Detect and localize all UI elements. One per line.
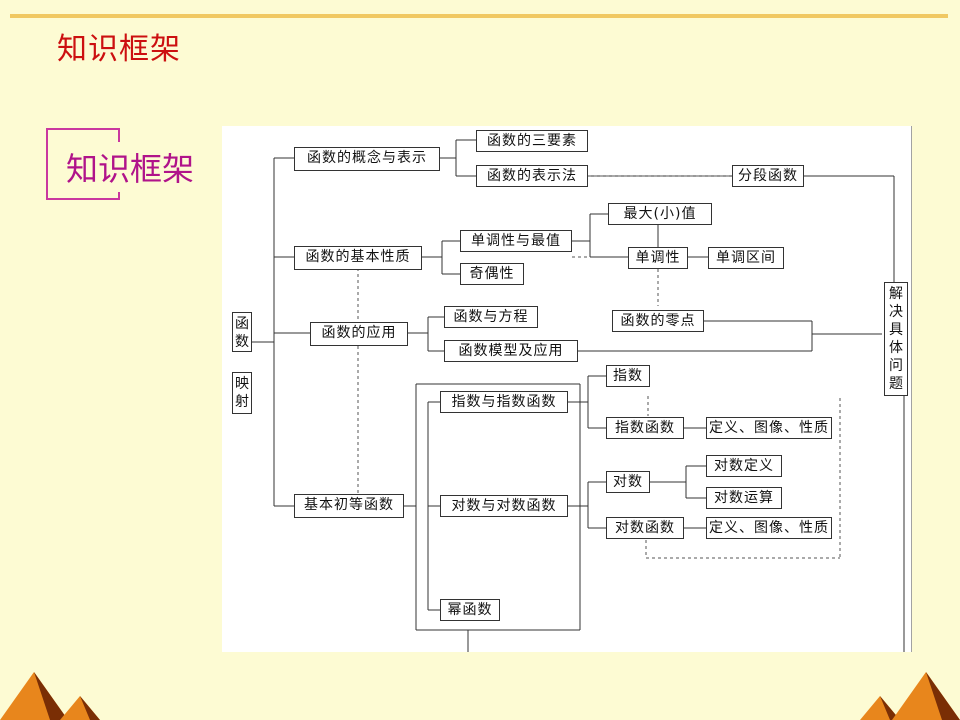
log-definition-graph-node: 定义、图像、性质 bbox=[706, 517, 832, 539]
log-family-node: 对数与对数函数 bbox=[440, 495, 568, 517]
exp-definition-graph-node: 定义、图像、性质 bbox=[706, 417, 832, 439]
concept-node: 函数的概念与表示 bbox=[294, 147, 440, 171]
knowledge-framework-diagram: 函数 映射 函数的概念与表示 函数的三要素 函数的表示法 分段函数 函数的基本性… bbox=[222, 126, 912, 652]
solve-problem-node: 解决具体问题 bbox=[884, 282, 908, 396]
elementary-functions-node: 基本初等函数 bbox=[294, 494, 404, 518]
monotonic-interval-node: 单调区间 bbox=[708, 247, 784, 269]
model-application-node: 函数模型及应用 bbox=[444, 340, 578, 362]
exp-family-node: 指数与指数函数 bbox=[440, 391, 568, 413]
parity-node: 奇偶性 bbox=[460, 263, 524, 285]
exponent-node: 指数 bbox=[606, 365, 650, 387]
zero-point-node: 函数的零点 bbox=[612, 310, 704, 332]
max-min-node: 最大(小)值 bbox=[608, 203, 712, 225]
root-function-node: 函数 bbox=[232, 312, 252, 352]
corner-decoration-left bbox=[0, 672, 100, 720]
diagram-connectors bbox=[240, 126, 912, 652]
corner-decoration-right bbox=[860, 672, 960, 720]
basic-properties-node: 函数的基本性质 bbox=[294, 246, 422, 270]
function-equation-node: 函数与方程 bbox=[444, 306, 538, 328]
log-operation-node: 对数运算 bbox=[706, 487, 782, 509]
badge-frame-gap bbox=[60, 142, 130, 192]
top-rule bbox=[10, 14, 948, 18]
exp-function-node: 指数函数 bbox=[606, 417, 684, 439]
badge-title: 知识框架 bbox=[66, 150, 195, 188]
log-function-node: 对数函数 bbox=[606, 517, 684, 539]
three-elements-node: 函数的三要素 bbox=[476, 130, 588, 152]
slide-title: 知识框架 bbox=[57, 32, 181, 67]
log-definition-node: 对数定义 bbox=[706, 455, 782, 477]
application-node: 函数的应用 bbox=[310, 322, 408, 346]
power-function-node: 幂函数 bbox=[440, 599, 500, 621]
monotonicity-node: 单调性 bbox=[628, 247, 688, 269]
piecewise-node: 分段函数 bbox=[732, 165, 804, 187]
root-mapping-node: 映射 bbox=[232, 372, 252, 414]
logarithm-node: 对数 bbox=[606, 471, 650, 493]
monotonic-extrema-node: 单调性与最值 bbox=[460, 230, 572, 252]
representation-node: 函数的表示法 bbox=[476, 165, 588, 187]
